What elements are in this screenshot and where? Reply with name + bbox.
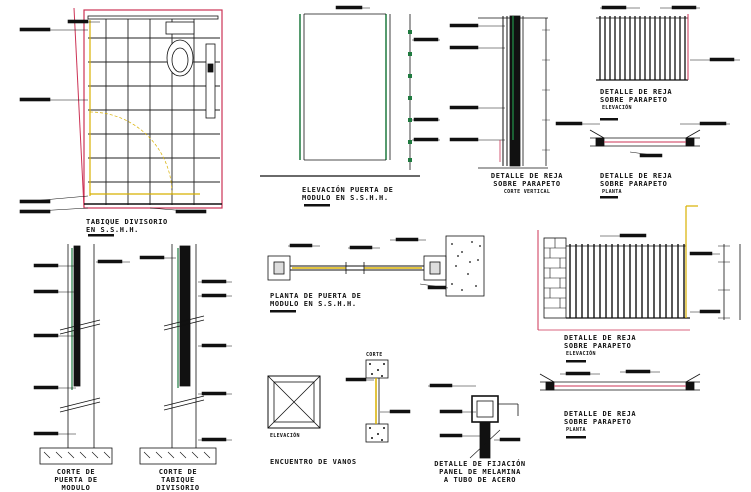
title-tabique-divisorio-2: EN S.S.H.H. [86, 226, 139, 234]
title-reja-elevacion-big-2: SOBRE PARAPETO [564, 342, 632, 350]
title-elevacion-puerta: ELEVACIÓN PUERTA DE [302, 186, 394, 194]
toilet-icon [165, 21, 195, 77]
title-reja-corte-vertical: DETALLE DE REJA [490, 172, 564, 180]
title-planta-puerta: PLANTA DE PUERTA DE [270, 292, 362, 300]
title-reja-planta-big: DETALLE DE REJA [564, 410, 637, 418]
floor-tile-grid [88, 18, 220, 205]
title-corte-puerta: CORTE DE [56, 468, 96, 476]
tabique-divisorio-plan [19, 7, 223, 214]
subtitle-elevacion-big: ELEVACIÓN [566, 351, 596, 357]
title-corte-puerta-2: PUERTA DE [54, 476, 98, 484]
corte-tabique-divisorio [139, 244, 232, 465]
title-reja-elevacion-top: DETALLE DE REJA [600, 88, 673, 96]
detalle-reja-corte-vertical [449, 15, 550, 169]
title-corte-puerta-3: MODULO [61, 484, 91, 492]
subtitle-elevacion-top: ELEVACIÓN [602, 105, 632, 111]
title-encuentro-vanos: ENCUENTRO DE VANOS [270, 458, 357, 466]
detalle-reja-planta-top [555, 121, 730, 158]
corte-puerta-modulo [33, 244, 130, 465]
title-reja-corte-vertical-2: SOBRE PARAPETO [493, 180, 561, 188]
title-reja-elevacion-top-2: SOBRE PARAPETO [600, 96, 668, 104]
title-corte-tabique-2: TABIQUE [161, 476, 195, 484]
title-corte-tabique-3: DIVISORIO [156, 484, 200, 492]
title-reja-planta-top-2: SOBRE PARAPETO [600, 180, 668, 188]
detalle-reja-elevacion-big [537, 205, 741, 331]
title-detalle-fijacion: DETALLE DE FIJACIÓN [434, 460, 526, 468]
title-corte-tabique: CORTE DE [158, 468, 198, 476]
encuentro-vanos-corte [345, 359, 411, 443]
detalle-fijacion-panel [428, 383, 521, 459]
elevacion-puerta-modulo [260, 5, 440, 177]
title-scale-bars [88, 118, 618, 439]
detalle-reja-planta-big [539, 369, 701, 391]
encuentro-vanos-elevacion [267, 375, 321, 429]
title-tabique-divisorio: TABIQUE DIVISORIO [86, 218, 168, 226]
planta-puerta-modulo [267, 235, 485, 297]
title-reja-elevacion-big: DETALLE DE REJA [564, 334, 637, 342]
title-planta-puerta-2: MODULO EN S.S.H.H. [270, 300, 357, 308]
detalle-reja-elevacion-top [596, 5, 740, 81]
subtitle-planta-top: PLANTA [602, 189, 622, 195]
title-reja-planta-top: DETALLE DE REJA [600, 172, 673, 180]
title-elevacion-puerta-2: MODULO EN S.S.H.H. [302, 194, 389, 202]
title-detalle-fijacion-2: PANEL DE MELAMINA [439, 468, 521, 476]
subtitle-planta-big: PLANTA [566, 427, 586, 433]
label-elevacion-small: ELEVACIÓN [270, 433, 300, 439]
subtitle-corte-vertical: CORTE VERTICAL [503, 189, 551, 195]
label-corte-small: CORTE [366, 352, 383, 358]
title-reja-planta-big-2: SOBRE PARAPETO [564, 418, 632, 426]
title-detalle-fijacion-3: A TUBO DE ACERO [443, 476, 517, 484]
